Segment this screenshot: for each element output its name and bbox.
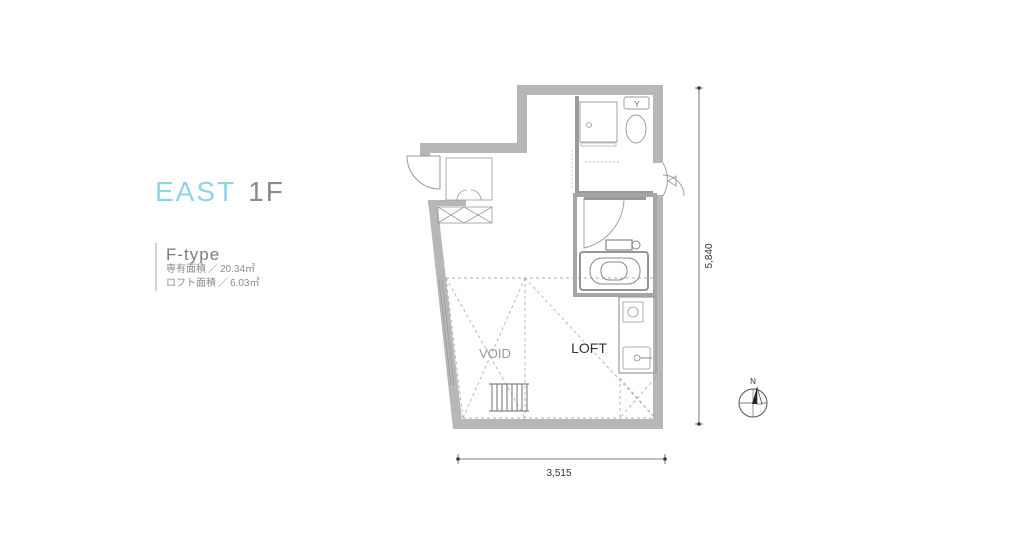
area-private-separator: ／ [208,264,218,275]
area-private: 専有面積／20.34㎡ [166,263,259,277]
compass-north: N [750,377,756,386]
loft-label: LOFT [571,340,607,356]
kitchen [618,296,657,374]
toilet-room: Y [571,96,653,195]
area-loft: ロフト面積／6.03㎡ [166,277,259,291]
area-private-value: 20.34㎡ [220,264,256,275]
loft-outline [445,277,656,419]
side-door [662,162,685,197]
dimension-depth [695,86,703,426]
area-loft-separator: ／ [218,278,228,289]
compass-icon [738,386,768,418]
area-private-label: 専有面積 [166,264,206,275]
area-loft-value: 6.03㎡ [230,278,260,289]
svg-text:Y: Y [634,100,640,109]
unit-info: F-type 専有面積／20.34㎡ ロフト面積／6.03㎡ [155,243,259,291]
void-label: VOID [479,346,511,361]
floor-label: 1F [248,176,285,207]
area-loft-label: ロフト面積 [166,278,216,289]
entrance-door [406,155,441,190]
floor-title: EAST 1F [155,178,285,206]
bathroom [573,193,657,297]
depth-value: 5,840 [704,243,715,268]
unit-type: F-type [166,245,221,264]
width-value: 3,515 [546,468,571,479]
window [438,279,455,386]
exterior-walls [420,85,663,429]
loft-ladder [489,383,529,412]
building-name: EAST [155,176,237,207]
dimension-width [456,454,667,464]
storage-closet [437,157,493,224]
